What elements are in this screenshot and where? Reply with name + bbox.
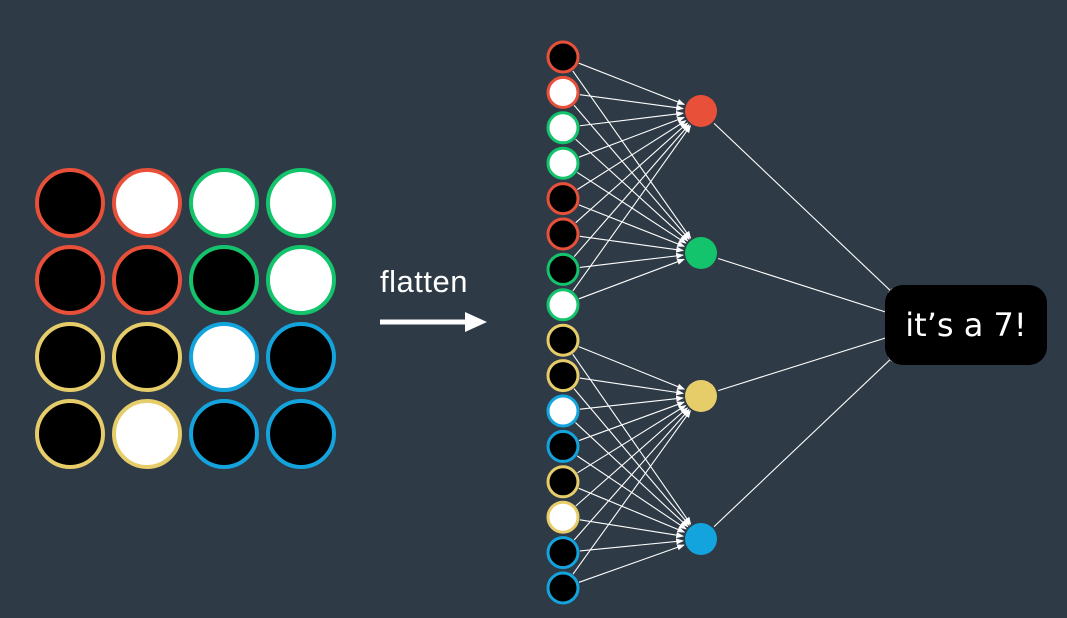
input-node <box>546 75 580 109</box>
grid-pixel <box>266 168 336 238</box>
connection-arrow <box>577 120 687 190</box>
connections <box>572 62 896 583</box>
connection-arrow <box>579 94 684 111</box>
hidden-node <box>685 95 717 127</box>
output-label: it’s a 7! <box>905 306 1027 344</box>
input-node <box>546 500 580 534</box>
connection-arrow <box>578 62 685 105</box>
connection-arrow <box>572 125 692 292</box>
connection-arrow <box>575 407 689 507</box>
input-node <box>546 288 580 322</box>
flatten-label: flatten <box>380 264 468 299</box>
flatten-arrow <box>380 312 487 332</box>
connection-arrow <box>578 258 685 300</box>
input-node <box>546 536 580 570</box>
image-grid <box>35 168 336 469</box>
input-node <box>546 394 580 428</box>
grid-pixel <box>112 168 182 238</box>
input-node <box>546 111 580 145</box>
connection-arrow <box>579 252 684 268</box>
connection-arrow <box>578 116 685 158</box>
connection-arrow <box>578 544 685 583</box>
grid-pixel <box>112 322 182 392</box>
input-node <box>546 359 580 393</box>
input-layer <box>546 40 580 605</box>
connection-arrow <box>577 405 687 474</box>
hidden-node <box>685 237 717 269</box>
connection-arrow <box>713 354 896 528</box>
connection-arrow <box>572 409 691 575</box>
hidden-node <box>685 523 717 555</box>
hidden-layer <box>685 95 717 555</box>
grid-pixel <box>266 322 336 392</box>
connection-arrow <box>579 235 684 253</box>
connection-arrow <box>579 395 684 410</box>
grid-pixel <box>112 399 182 469</box>
input-node <box>546 429 580 463</box>
connection-arrow <box>579 519 684 539</box>
grid-pixel <box>35 399 105 469</box>
flatten-arrow-head <box>465 312 487 332</box>
connection-arrow <box>573 123 690 257</box>
connection-arrow <box>713 122 896 296</box>
connection-arrow <box>717 257 896 316</box>
input-node <box>546 217 580 251</box>
grid-pixel <box>189 245 259 315</box>
connection-arrow <box>579 377 684 396</box>
grid-pixel <box>35 322 105 392</box>
grid-pixel <box>266 245 336 315</box>
input-node <box>546 465 580 499</box>
connection-arrow <box>578 346 686 390</box>
connection-arrow <box>579 110 684 127</box>
connection-arrow <box>718 334 896 392</box>
grid-pixel <box>35 245 105 315</box>
input-node <box>546 146 580 180</box>
grid-pixel <box>266 399 336 469</box>
grid-pixel <box>112 245 182 315</box>
connection-arrow <box>575 122 689 224</box>
connection-arrow <box>578 487 686 533</box>
grid-pixel <box>189 322 259 392</box>
grid-pixel <box>35 168 105 238</box>
input-node <box>546 252 580 286</box>
hidden-node <box>685 380 717 412</box>
input-node <box>546 40 580 74</box>
input-node <box>546 323 580 357</box>
connection-arrow <box>579 538 684 552</box>
grid-pixel <box>189 399 259 469</box>
connection-arrow <box>573 408 690 541</box>
input-node <box>546 182 580 216</box>
grid-pixel <box>189 168 259 238</box>
connection-arrow <box>578 204 685 247</box>
input-node <box>546 571 580 605</box>
connection-arrow <box>578 401 685 442</box>
output-box: it’s a 7! <box>885 285 1047 365</box>
